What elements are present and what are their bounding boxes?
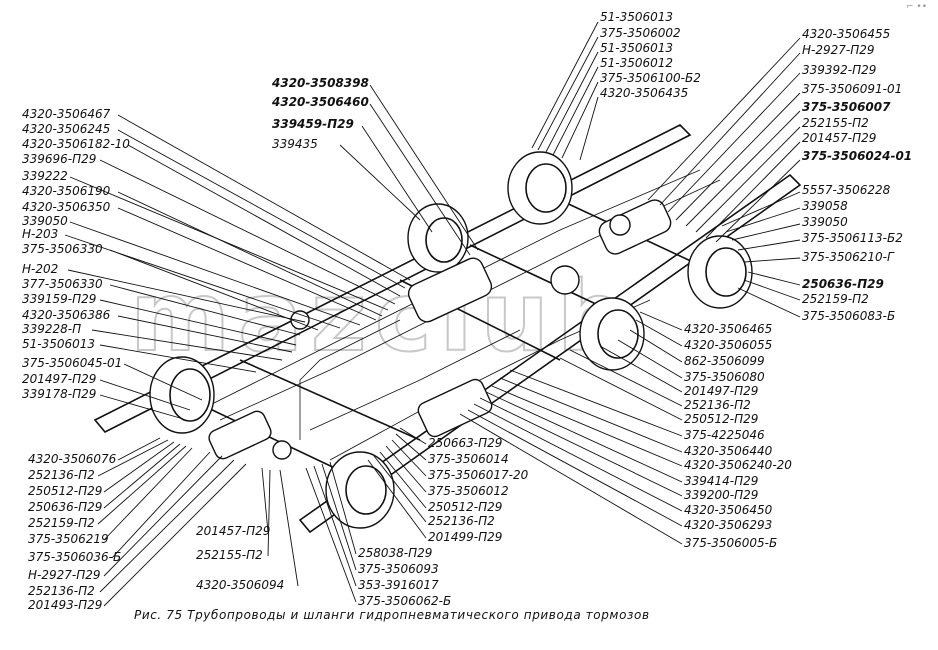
label: 201497-П29: [684, 384, 758, 398]
label: 339200-П29: [684, 488, 758, 502]
labels-bottom-mid: 250663-П29 375-3506014 375-3506017-20 37…: [358, 436, 529, 608]
label: 201457-П29: [802, 131, 876, 145]
label: 862-3506099: [684, 354, 765, 368]
label: 51-3506012: [600, 56, 673, 70]
label: 375-3506005-Б: [684, 536, 777, 550]
label: 252136-П2: [684, 398, 751, 412]
label: 375-3506014: [428, 452, 509, 466]
label: 201457-П29: [196, 524, 270, 538]
label: 250512-П29: [28, 484, 102, 498]
label: 375-3506210-Г: [802, 250, 895, 264]
labels-top: 51-3506013 375-3506002 51-3506013 51-350…: [600, 10, 701, 100]
labels-top-right: 4320-3506455 Н-2927-П29 339392-П29 375-3…: [802, 27, 912, 163]
label: 353-3916017: [358, 578, 439, 592]
label: Н-202: [22, 262, 58, 276]
label: 4320-3506190: [22, 184, 111, 198]
label: 4320-3506293: [684, 518, 772, 532]
label: 339178-П29: [22, 387, 96, 401]
label: 250636-П29: [28, 500, 102, 514]
label: 375-3506045-01: [22, 356, 122, 370]
label: 339459-П29: [272, 117, 354, 131]
label: 375-3506062-Б: [358, 594, 451, 608]
label: 375-3506012: [428, 484, 509, 498]
label: 4320-3506240-20: [684, 458, 792, 472]
label: 339414-П29: [684, 474, 758, 488]
label: 4320-3506440: [684, 444, 773, 458]
label: 201499-П29: [428, 530, 502, 544]
label: 375-3506007: [802, 100, 891, 114]
label: 252155-П2: [196, 548, 263, 562]
label: 375-3506330: [22, 242, 103, 256]
label: 339058: [802, 199, 848, 213]
label: 339159-П29: [22, 292, 96, 306]
label: 375-4225046: [684, 428, 765, 442]
label: 339696-П29: [22, 152, 96, 166]
label: Н-203: [22, 227, 58, 241]
label: 4320-3506076: [28, 452, 117, 466]
label: 4320-3506350: [22, 200, 111, 214]
label: 250512-П29: [428, 500, 502, 514]
label: 250512-П29: [684, 412, 758, 426]
label: 339222: [22, 169, 68, 183]
label: 51-3506013: [22, 337, 95, 351]
label: 258038-П29: [358, 546, 432, 560]
label: 201493-П29: [28, 598, 102, 612]
label: 375-3506091-01: [802, 82, 902, 96]
label: 377-3506330: [22, 277, 103, 291]
label: 375-3506113-Б2: [802, 231, 903, 245]
label: 201497-П29: [22, 372, 96, 386]
label: 339435: [272, 137, 318, 151]
label: 4320-3506094: [196, 578, 284, 592]
label: 375-3506219: [28, 532, 109, 546]
label: 252159-П2: [28, 516, 95, 530]
label: 252136-П2: [428, 514, 495, 528]
corner-mark: ⌐ ••: [906, 2, 928, 12]
label: 375-3506002: [600, 26, 681, 40]
labels-right: 5557-3506228 339058 339050 375-3506113-Б…: [802, 183, 903, 323]
label: 250663-П29: [428, 436, 502, 450]
label: 252155-П2: [802, 116, 869, 130]
label: 252159-П2: [802, 292, 869, 306]
label: 339050: [22, 214, 68, 228]
label: 4320-3506245: [22, 122, 110, 136]
labels-bottom-left: 4320-3506076 252136-П2 250512-П29 250636…: [28, 452, 121, 612]
label: 4320-3506460: [271, 95, 369, 109]
label: 375-3506024-01: [802, 149, 912, 163]
label: 4320-3506465: [684, 322, 772, 336]
label: 375-3506017-20: [428, 468, 529, 482]
label: 375-3506093: [358, 562, 439, 576]
label: 4320-3506455: [802, 27, 890, 41]
label: 51-3506013: [600, 41, 673, 55]
label: Н-2927-П29: [28, 568, 101, 582]
labels-bottom-center: 201457-П29 252155-П2 4320-3506094: [196, 524, 284, 592]
label: 375-3506036-Б: [28, 550, 121, 564]
brake-chambers: [208, 199, 672, 460]
label: 339050: [802, 215, 848, 229]
label: 4320-3506182-10: [22, 137, 130, 151]
label: 4320-3506055: [684, 338, 772, 352]
label: 339228-П: [22, 322, 81, 336]
label: 4320-3506435: [600, 86, 688, 100]
label: 4320-3508398: [271, 76, 369, 90]
labels-center-top: 4320-3508398 4320-3506460 339459-П29 339…: [271, 76, 369, 151]
label: 375-3506100-Б2: [600, 71, 701, 85]
leader-lines: [64, 21, 801, 607]
label: 375-3506080: [684, 370, 765, 384]
label: 252136-П2: [28, 584, 95, 598]
label: 4320-3506467: [22, 107, 111, 121]
label: 375-3506083-Б: [802, 309, 895, 323]
label: 4320-3506386: [22, 308, 111, 322]
figure-caption: Рис. 75 Трубопроводы и шланги гидропневм…: [134, 608, 650, 622]
labels-right-lower: 4320-3506465 4320-3506055 862-3506099 37…: [684, 322, 792, 550]
labels-left: 4320-3506467 4320-3506245 4320-3506182-1…: [22, 107, 130, 401]
label: 4320-3506450: [684, 503, 773, 517]
label: 5557-3506228: [802, 183, 891, 197]
label: Н-2927-П29: [802, 43, 875, 57]
label: 250636-П29: [802, 277, 884, 291]
label: 252136-П2: [28, 468, 95, 482]
label: 51-3506013: [600, 10, 673, 24]
label: 339392-П29: [802, 63, 876, 77]
